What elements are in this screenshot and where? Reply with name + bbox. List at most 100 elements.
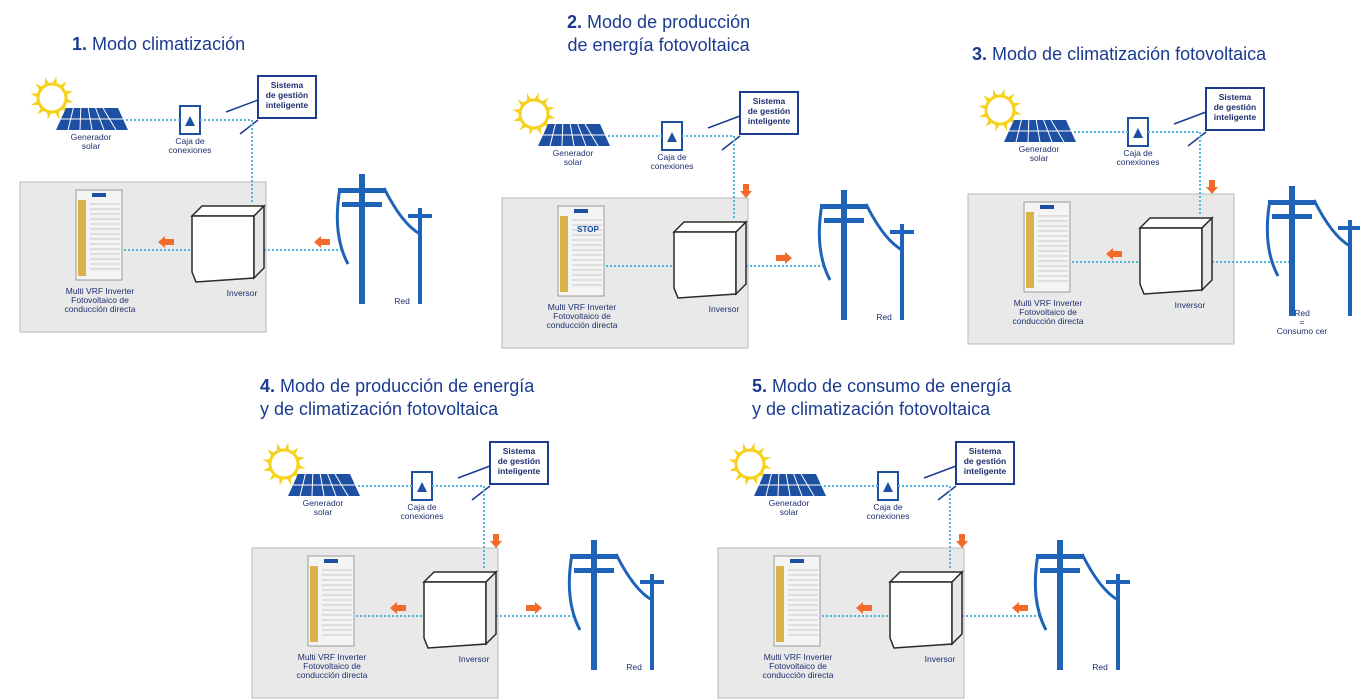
management-system-label-line: de gestión xyxy=(964,456,1007,466)
solar-generator-label-line: Generador xyxy=(553,148,594,158)
vrf-unit-label-line: Multi VRF Inverter xyxy=(764,652,833,662)
box-to-inverter-line xyxy=(682,135,735,220)
vrf-unit-label-line: conducción directa xyxy=(547,320,618,330)
flow-arrow-icon-shape xyxy=(526,602,542,614)
junction-box-icon xyxy=(1127,117,1149,147)
callout-pointer xyxy=(1187,131,1207,147)
inverter-label: Inversor xyxy=(227,288,258,298)
connection-box-label-line: Caja de xyxy=(175,136,205,146)
pole-mast xyxy=(1057,540,1063,670)
inverter-front xyxy=(673,231,737,299)
vrf-unit-label-line: conducción directa xyxy=(1013,316,1084,326)
panel-2-title: 2. Modo de producción de energía fotovol… xyxy=(567,12,751,55)
connection-box-label-line: Caja de xyxy=(657,152,687,162)
pole-wire xyxy=(817,203,903,281)
connection-box-label-line: conexiones xyxy=(1116,157,1159,167)
grid-label-line: Red xyxy=(626,662,642,672)
vrf-outdoor-unit-icon xyxy=(773,555,821,647)
connection-box-label-line: conexiones xyxy=(650,161,693,171)
inverter-top xyxy=(672,221,748,233)
flow-arrow-icon xyxy=(390,602,406,614)
management-system-label-line: de gestión xyxy=(748,106,791,116)
inverter-cube-icon xyxy=(422,570,498,649)
pole-crossarm-small xyxy=(1338,226,1360,230)
management-system-label-line: de gestión xyxy=(1214,102,1257,112)
inverter-cube-icon xyxy=(190,204,266,283)
solar-generator-label-line: Generador xyxy=(1019,144,1060,154)
vrf-unit-label-line: Multi VRF Inverter xyxy=(298,652,367,662)
grid-label: Red xyxy=(876,312,892,322)
management-system-label-line: inteligente xyxy=(1214,112,1257,122)
inverter-label: Inversor xyxy=(1175,300,1206,310)
inverter-cube-icon xyxy=(888,570,964,649)
inverter-front xyxy=(423,581,487,649)
junction-box-symbol xyxy=(667,132,677,142)
pole-mast-small xyxy=(418,208,422,304)
vrf-logo xyxy=(92,193,106,197)
box-to-inverter-line xyxy=(432,485,485,570)
connection-box-label-line: Caja de xyxy=(407,502,437,512)
inverter-side xyxy=(1201,216,1213,292)
vrf-coil xyxy=(78,200,86,276)
management-system-label-line: Sistema xyxy=(1219,92,1252,102)
solar-panel-icon xyxy=(538,123,610,147)
flow-arrow-icon xyxy=(526,602,542,614)
vrf-coil xyxy=(776,566,784,642)
sun-core xyxy=(268,448,300,480)
callout-frame xyxy=(739,91,799,135)
solar-generator-label-line: solar xyxy=(1030,153,1049,163)
pole-wire xyxy=(1265,199,1351,277)
flow-arrow-icon-shape xyxy=(740,184,752,198)
inverter-label: Inversor xyxy=(925,654,956,664)
flow-arrow-icon-shape xyxy=(158,236,174,248)
vrf-outdoor-unit-icon xyxy=(1023,201,1071,293)
management-system-label-line: Sistema xyxy=(503,446,536,456)
sun-icon xyxy=(30,76,74,120)
grid-label-line: Consumo cer xyxy=(1277,326,1328,336)
management-system-label-line: inteligente xyxy=(266,100,309,110)
pole-mast xyxy=(841,190,847,320)
vrf-outdoor-unit-icon xyxy=(307,555,355,647)
panel-5-title: 5. Modo de consumo de energía y de clima… xyxy=(752,376,1012,419)
connection-box-label-line: Caja de xyxy=(1123,148,1153,158)
vrf-outdoor-unit-icon: STOP xyxy=(557,205,605,297)
grid-label-line: = xyxy=(1300,317,1305,327)
pole-crossarm-small xyxy=(640,580,664,584)
management-system-label-line: inteligente xyxy=(748,116,791,126)
vrf-unit-label-line: Fotovoltaico de xyxy=(1019,307,1077,317)
vrf-coil xyxy=(560,216,568,292)
callout-pointer xyxy=(471,485,491,501)
grid-label-line: Red xyxy=(876,312,892,322)
grid-label-line: Red xyxy=(1092,662,1108,672)
inverter-front xyxy=(889,581,953,649)
vrf-unit-label-line: conducción directa xyxy=(65,304,136,314)
pole-crossarm xyxy=(824,218,864,223)
pole-mast xyxy=(1289,186,1295,316)
junction-box-symbol xyxy=(185,116,195,126)
vrf-unit-label-line: Fotovoltaico de xyxy=(71,295,129,305)
pole-crossarm-small xyxy=(1106,580,1130,584)
vrf-unit-label-line: Fotovoltaico de xyxy=(553,311,611,321)
solar-generator-label-line: Generador xyxy=(769,498,810,508)
flow-arrow-icon-shape xyxy=(1206,180,1218,194)
solar-generator-label-line: solar xyxy=(314,507,333,517)
pole-crossarm xyxy=(1268,200,1316,205)
panel-3-title: 3. Modo de climatización fotovoltaica xyxy=(972,44,1267,64)
flow-arrow-icon xyxy=(956,534,968,548)
inverter-top xyxy=(1138,217,1214,229)
power-pole-icon xyxy=(335,174,432,304)
flow-arrow-icon-shape xyxy=(956,534,968,548)
